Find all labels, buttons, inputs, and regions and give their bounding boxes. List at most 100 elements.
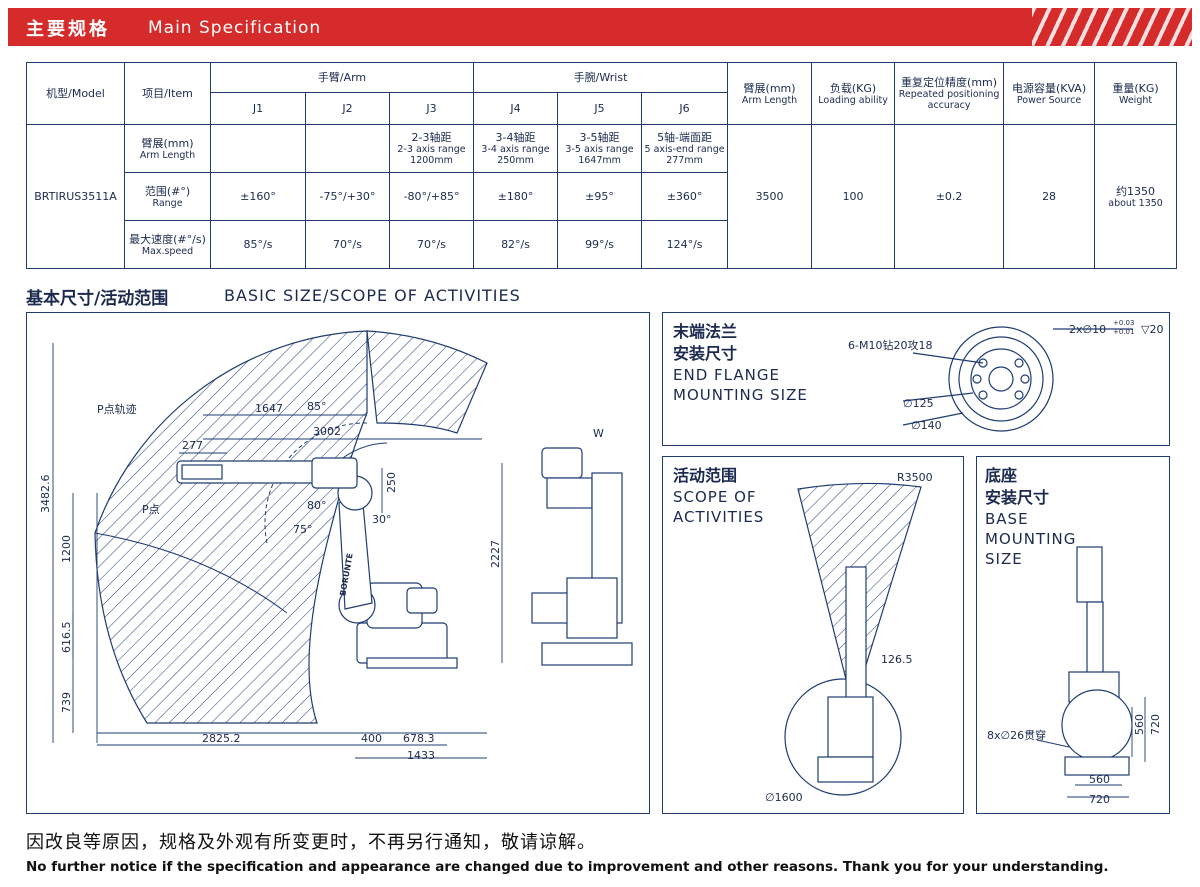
loading-header: 负载(KG)Loading ability [811,62,896,125]
base-d560h: 560 [1089,773,1110,786]
scope-title-cn: 活动范围 [673,466,738,485]
dim-250: 250 [385,472,398,493]
speed-j3: 70°/s [388,220,475,269]
range-j5: ±95° [557,172,643,221]
w-label: W [593,427,604,440]
robot-base [356,622,448,664]
wrist-group-header: 手腕/Wrist [473,62,729,93]
arm-length-value: 3500 [727,124,813,269]
base-robot-arm [1086,601,1104,678]
item-header: 项目/Item [124,62,211,125]
range-j3: -80°/+85° [388,172,475,221]
end-flange-title-en2: MOUNTING SIZE [673,386,808,404]
speed-j6: 124°/s [641,220,729,269]
end-flange-title-en1: END FLANGE [673,366,780,384]
range-j4: ±180° [473,172,559,221]
speed-j4: 82°/s [473,220,559,269]
flange-pin-label: 2x∅10 [1069,323,1106,336]
speed-j5: 99°/s [557,220,643,269]
angle-30: 30° [372,513,392,526]
range-j2: -75°/+30° [305,172,390,221]
scope-base-circle [784,678,902,796]
end-flange-title-cn1: 末端法兰 [673,322,738,341]
work-envelope [94,330,368,724]
flange-d125: ∅125 [903,397,934,410]
dim-3482: 3482.6 [39,475,52,514]
model-cell: BRTIRUS3511A [26,124,125,269]
accuracy-value: ±0.2 [894,124,1005,269]
base-d720h: 720 [1089,793,1110,806]
end-flange-title-cn2: 安装尺寸 [673,344,738,363]
row-label-range: 范围(#°)Range [124,172,211,221]
axis-j4: J4 [473,92,559,125]
work-envelope-right [366,330,488,434]
header-title-cn: 主要规格 [26,19,110,40]
base-title-en1: BASE [985,510,1029,528]
dim-616: 616.5 [60,622,73,654]
range-j6: ±360° [641,172,729,221]
dim-2227: 2227 [489,540,502,568]
end-flange-drawing: 6-M10钻20攻18 2x∅10 +0.03 +0.01 ▽20 ∅125 ∅… [848,319,1163,432]
axis-j3: J3 [388,92,475,125]
end-flange-panel: 末端法兰 安装尺寸 END FLANGE MOUNTING SIZE 6-M10… [662,312,1170,446]
arm-length-j2 [305,124,390,173]
base-holes-label: 8x∅26贯穿 [987,728,1046,742]
angle-80: 80° [307,499,327,512]
footer-cn: 因改良等原因，规格及外观有所变更时，不再另行通知，敬请谅解。 [26,832,596,853]
base-d560v: 560 [1133,714,1146,735]
flange-d140: ∅140 [911,419,942,432]
accuracy-header: 重复定位精度(mm)Repeated positioning accuracy [894,62,1005,125]
speed-j2: 70°/s [305,220,390,269]
scope-r3500: R3500 [897,471,933,484]
side-view-head [541,447,583,479]
base-panel: 底座 安装尺寸 BASE MOUNTING SIZE 8x∅26贯穿 560 7… [976,456,1170,814]
spec-table: 机型/Model 项目/Item 手臂/Arm 手腕/Wrist 臂展(mm)A… [26,62,1178,269]
scope-drawing: R3500 126.5 ∅1600 [765,471,933,804]
scope-robot-arm [845,566,867,708]
dim-277: 277 [182,439,203,452]
axis-j6: J6 [641,92,729,125]
dim-400: 400 [361,732,382,745]
scope-d126: 126.5 [881,653,913,666]
arm-group-header: 手臂/Arm [209,62,475,93]
base-drawing: 8x∅26贯穿 560 720 560 720 [987,546,1162,806]
row-label-arm-length: 臂展(mm)Arm Length [124,124,211,173]
angle-85: 85° [307,400,327,413]
loading-value: 100 [811,124,896,269]
power-header: 电源容量(KVA)Power Source [1003,62,1096,125]
basic-size-title-en: BASIC SIZE/SCOPE OF ACTIVITIES [224,286,521,305]
basic-size-panel: BORUNTE P点轨迹 P点 W 1647 3002 277 250 2227… [26,312,650,814]
base-plate-circle [1061,689,1133,761]
base-title-cn2: 安装尺寸 [985,488,1050,507]
dim-739: 739 [60,692,73,713]
scope-d1600: ∅1600 [765,791,803,804]
footer-en: No further notice if the specification a… [26,859,1109,875]
robot-wrist [181,464,223,480]
axis-j2: J2 [305,92,390,125]
power-value: 28 [1003,124,1096,269]
base-d720v: 720 [1149,714,1162,735]
model-header: 机型/Model [26,62,125,125]
base-title-cn1: 底座 [985,466,1018,485]
speed-j1: 85°/s [210,220,306,269]
scope-title-en1: SCOPE OF [673,488,757,506]
flange-tol-dn: +0.01 [1113,328,1134,336]
flange-depth: ▽20 [1141,323,1163,336]
weight-header: 重量(KG)Weight [1094,62,1178,125]
dim-1647: 1647 [255,402,283,415]
flange-tol-up: +0.03 [1113,319,1134,327]
basic-size-title-cn: 基本尺寸/活动范围 [26,289,169,309]
basic-size-drawing: BORUNTE P点轨迹 P点 W 1647 3002 277 250 2227… [39,330,633,762]
dim-1200: 1200 [60,535,73,563]
dim-678: 678.3 [403,732,435,745]
axis-j5: J5 [557,92,643,125]
arm-length-j1 [210,124,306,173]
dim-3002: 3002 [313,425,341,438]
header-banner: 主要规格 Main Specification [8,8,1192,46]
p-point-label: P点 [142,503,160,516]
header-title-en: Main Specification [148,18,322,38]
